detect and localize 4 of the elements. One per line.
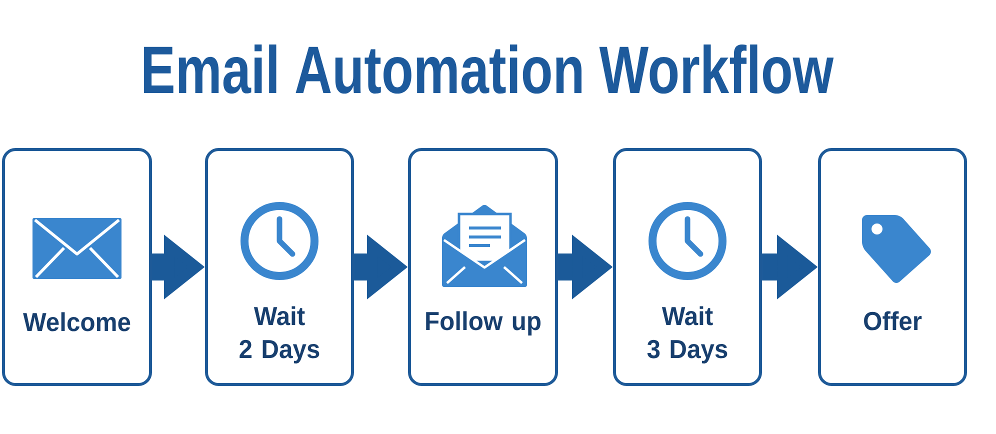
process-box: Wait 3 Days	[613, 148, 762, 386]
process-box: Wait 2 Days	[205, 148, 354, 386]
title: Email Automation Workflow	[144, 44, 834, 94]
process-box: Offer	[818, 148, 967, 386]
